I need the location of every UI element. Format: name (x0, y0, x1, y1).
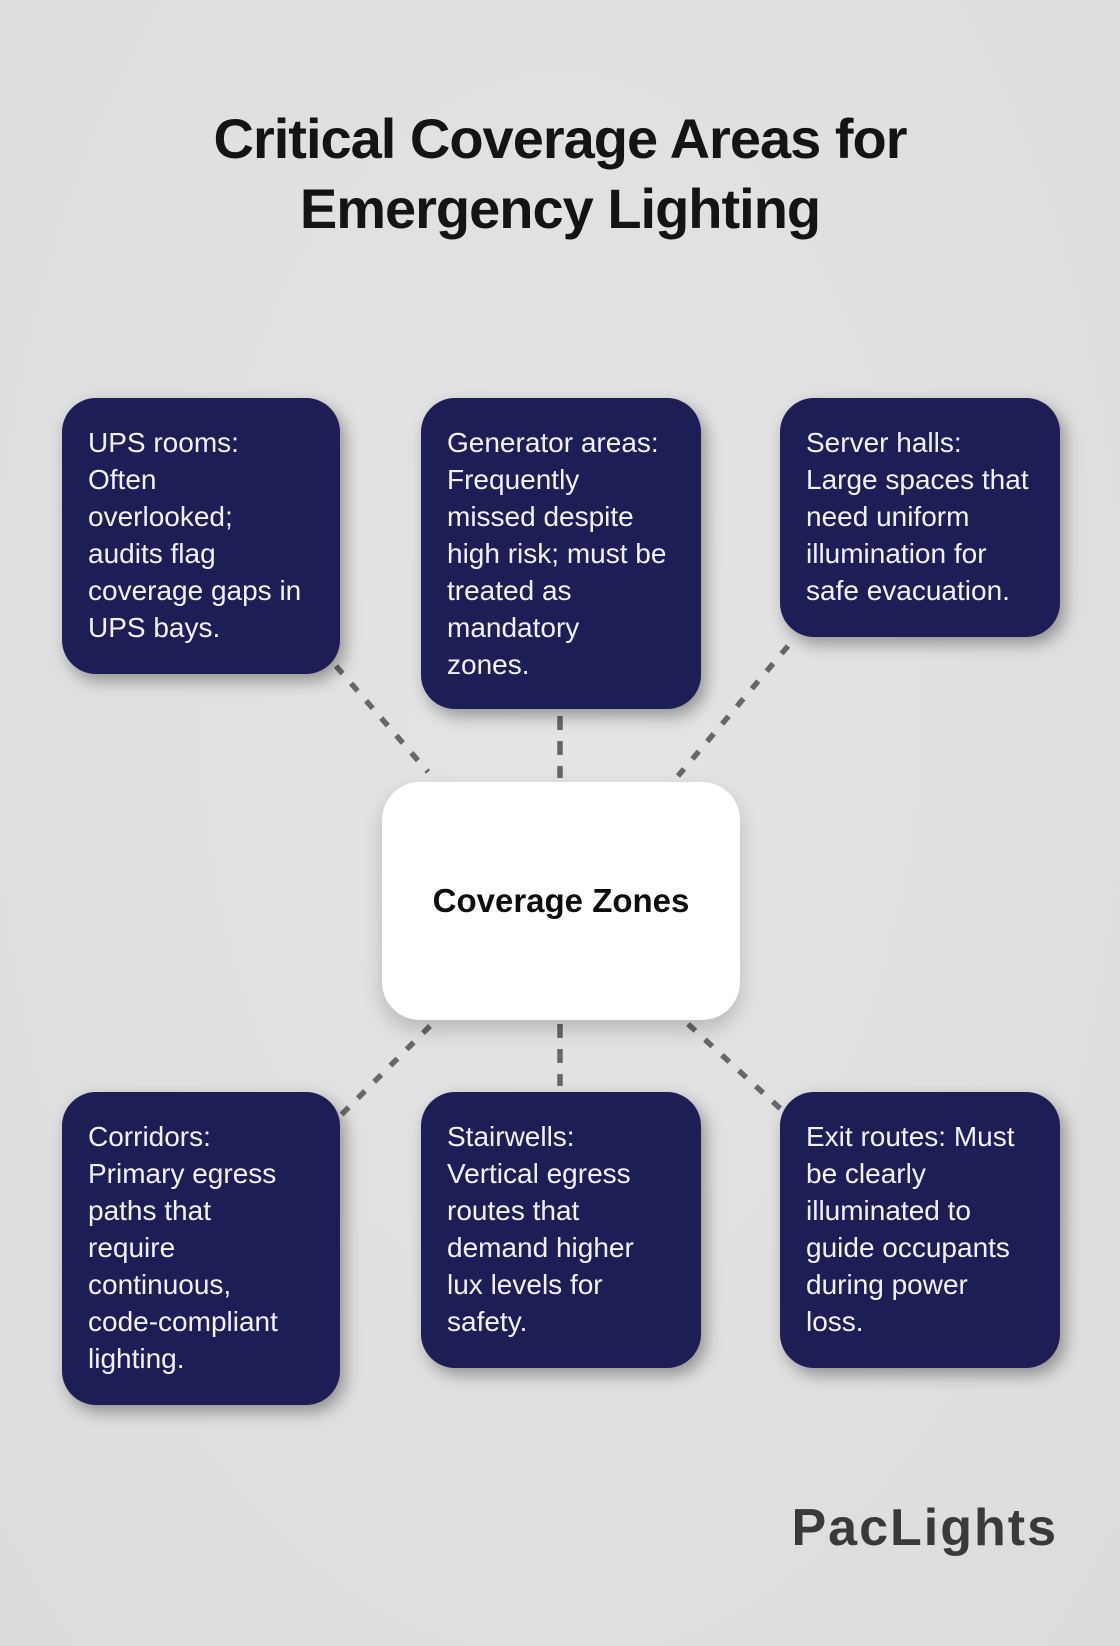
connector-server-to-center (675, 644, 791, 778)
page-title: Critical Coverage Areas for Emergency Li… (213, 107, 908, 240)
connector-center-to-exit (686, 1021, 786, 1115)
node-ups-rooms: UPS rooms: Often overlooked; audits flag… (62, 398, 340, 674)
node-corridors: Corridors: Primary egress paths that req… (62, 1092, 340, 1405)
paclights-logo: PacLights (791, 1499, 1058, 1557)
node-generator-areas: Generator areas: Frequently missed despi… (421, 398, 701, 709)
center-node-coverage-zones: Coverage Zones (382, 782, 740, 1020)
connector-ups-to-center (333, 664, 431, 774)
connector-center-to-corridors (338, 1024, 432, 1118)
node-stairwells: Stairwells: Vertical egress routes that … (421, 1092, 701, 1368)
node-server-halls: Server halls: Large spaces that need uni… (780, 398, 1060, 637)
node-exit-routes: Exit routes: Must be clearly illuminated… (780, 1092, 1060, 1368)
